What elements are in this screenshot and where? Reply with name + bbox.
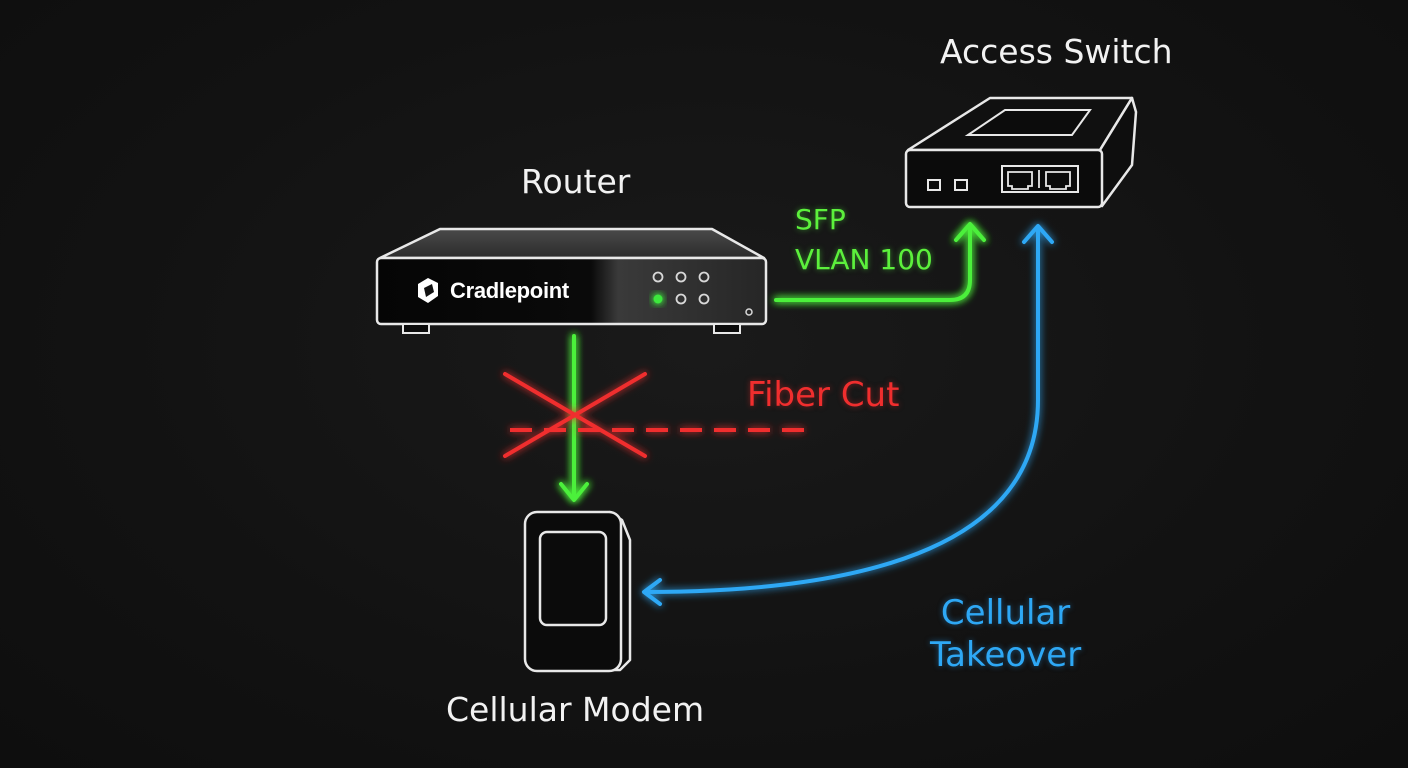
cellular-label-line-2: Takeover bbox=[930, 635, 1082, 675]
router-brand-text: Cradlepoint bbox=[450, 278, 569, 303]
router-front-face bbox=[375, 256, 768, 326]
switch-led-2 bbox=[954, 179, 968, 191]
router-active-led bbox=[653, 294, 663, 304]
router-reset-hole bbox=[745, 308, 753, 316]
cellular-takeover-arrowhead-top bbox=[1022, 224, 1054, 244]
access-switch-label: Access Switch bbox=[940, 32, 1173, 71]
sfp-link bbox=[774, 222, 986, 302]
cellular-modem[interactable] bbox=[523, 510, 632, 673]
sfp-link-label: SFP VLAN 100 bbox=[795, 200, 933, 280]
router-modem-link-arrowhead bbox=[559, 482, 589, 502]
switch-front-face bbox=[904, 148, 1104, 209]
sfp-label-line-1: SFP bbox=[795, 203, 846, 236]
modem-screen bbox=[538, 530, 608, 627]
cellular-takeover-label: Cellular Takeover bbox=[930, 592, 1081, 676]
router[interactable] bbox=[375, 227, 768, 334]
cellular-takeover-link bbox=[642, 224, 1054, 606]
router-status-leds bbox=[652, 271, 753, 316]
cellular-takeover-arrowhead-left bbox=[642, 578, 662, 606]
router-foot-left bbox=[402, 323, 430, 334]
switch-led-1 bbox=[927, 179, 941, 191]
fiber-cut-label: Fiber Cut bbox=[747, 375, 900, 415]
switch-ethernet-ports bbox=[1001, 165, 1079, 193]
access-switch[interactable] bbox=[904, 96, 1138, 209]
cellular-modem-label: Cellular Modem bbox=[446, 690, 705, 729]
cellular-takeover-link-line bbox=[643, 226, 1040, 594]
fiber-cut-marker bbox=[503, 372, 808, 458]
sfp-label-line-2: VLAN 100 bbox=[795, 243, 933, 276]
cellular-label-line-1: Cellular bbox=[940, 593, 1071, 633]
router-foot-right bbox=[713, 323, 741, 334]
router-top-face bbox=[378, 227, 766, 260]
switch-top-panel bbox=[964, 109, 1092, 136]
fiber-cut-x-stroke-2 bbox=[503, 372, 647, 458]
sfp-link-arrowhead bbox=[954, 222, 986, 242]
router-label: Router bbox=[521, 162, 631, 201]
cradlepoint-logo-icon bbox=[418, 278, 438, 303]
sfp-link-line bbox=[774, 224, 972, 302]
